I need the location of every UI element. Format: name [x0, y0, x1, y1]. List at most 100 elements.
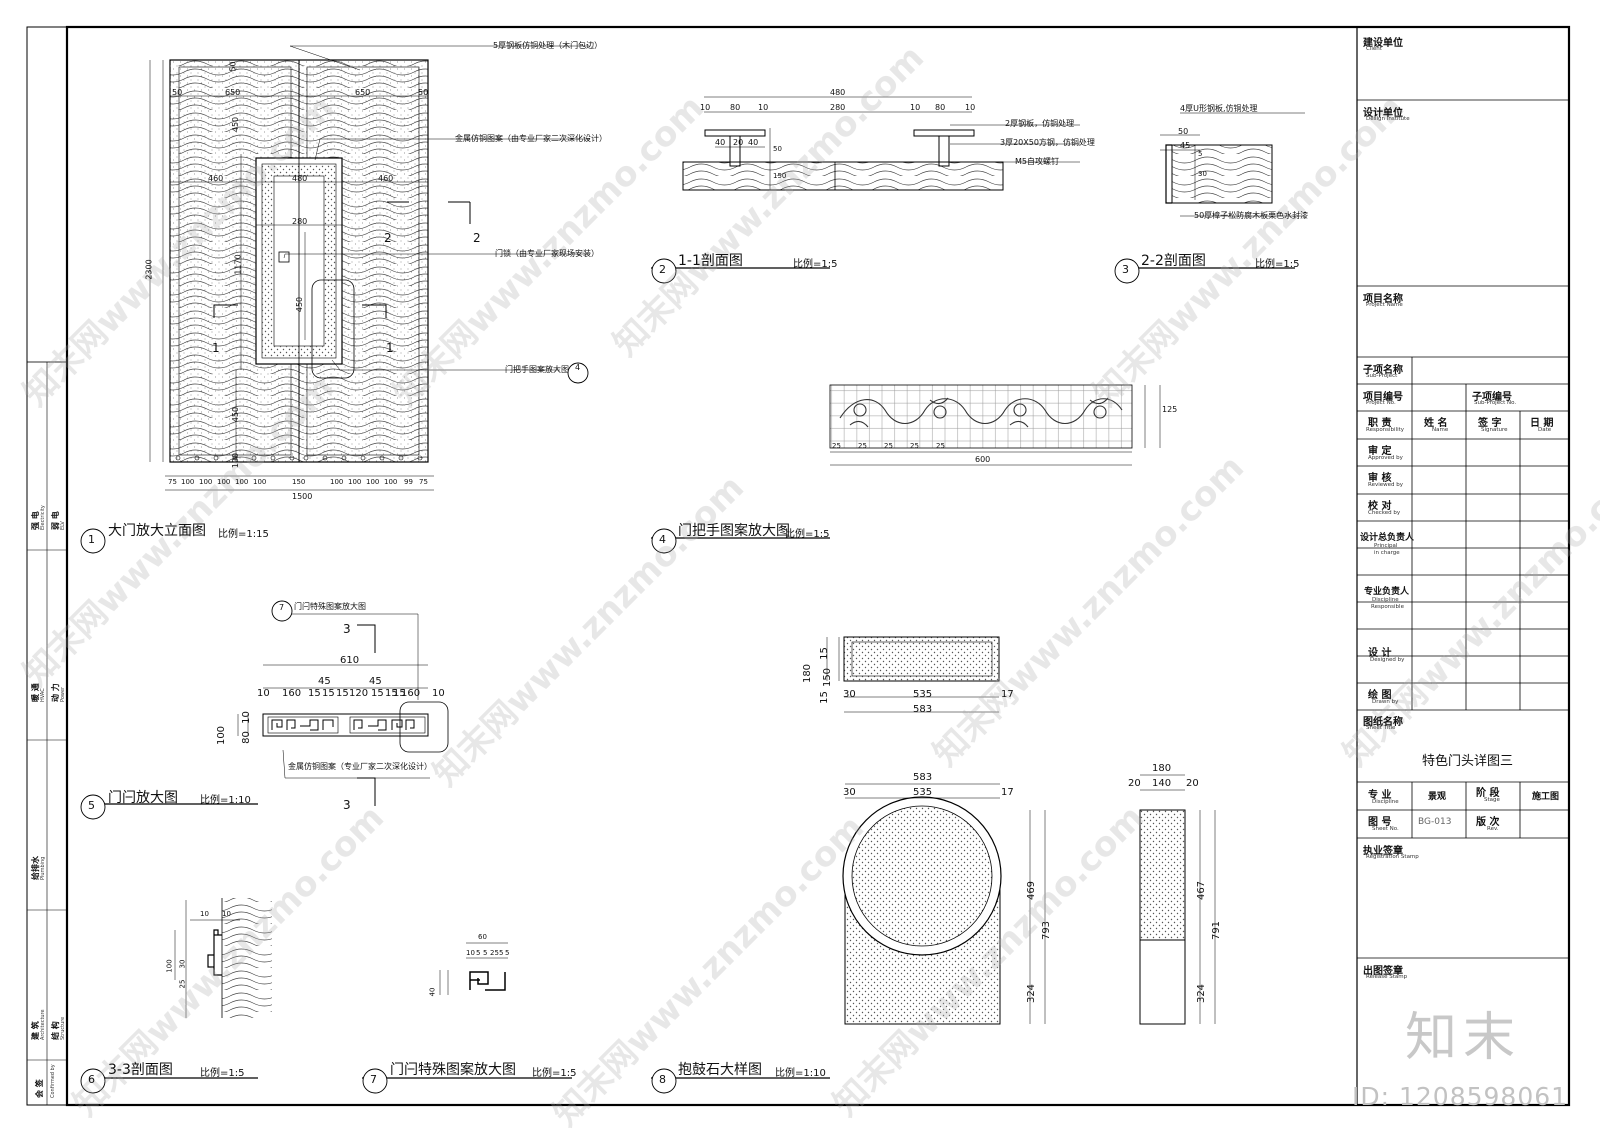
dim-text: 480: [830, 88, 846, 97]
dim-text: 100: [384, 478, 398, 486]
dim-text: 450: [295, 296, 305, 313]
dim-text: 30: [1198, 170, 1207, 178]
tb-stage-label: 阶 段: [1476, 788, 1500, 799]
detail-2-section-1-1: [651, 96, 1080, 269]
dim-text: 1500: [292, 492, 313, 501]
tb-approved-label: 审 定: [1368, 446, 1392, 457]
dim-text: 80: [240, 731, 252, 744]
dim-text: 150: [822, 667, 834, 688]
tb-name-label-en: Name: [1432, 427, 1449, 433]
dim-text: 100: [330, 478, 344, 486]
tb-release-label: 出图签章: [1363, 966, 1403, 977]
side-water-label-en: Plumbing: [40, 856, 46, 880]
dim-text: 15: [371, 688, 384, 699]
dim-text: 25: [884, 442, 893, 450]
dim-text: 100: [366, 478, 380, 486]
note-u-steel: 4厚U形钢板,仿铜处理: [1180, 104, 1258, 113]
dim-text: 180: [1152, 763, 1172, 774]
note-latch-pattern: 金属仿铜图案（专业厂家二次深化设计）: [288, 762, 432, 771]
dim-text: 25: [858, 442, 867, 450]
dim-text: 10: [700, 103, 711, 112]
tb-project-no-label-en: Project No.: [1366, 400, 1396, 406]
side-arch-label-en: Architecture: [40, 1009, 46, 1040]
dim-text: 180: [802, 663, 814, 684]
tb-subproject-label-en: Sub-Project: [1366, 373, 1398, 379]
tb-institute-label-en: Design Institute: [1366, 116, 1410, 122]
dim-text: 20: [1128, 778, 1141, 789]
dim-text: 50: [418, 88, 429, 97]
detail-2-number: 2: [659, 263, 666, 276]
dim-text: 150: [292, 478, 306, 486]
dim-text: 450: [231, 116, 241, 133]
tb-resp-label-en: Responsibility: [1366, 427, 1405, 433]
detail-5-number: 5: [88, 799, 95, 812]
detail-1-door-elevation: [149, 45, 590, 491]
dim-text: 15: [393, 688, 406, 699]
dim-text: 60: [478, 933, 487, 941]
detail-6-scale: 比例=1:5: [200, 1068, 245, 1079]
dim-text: 535: [913, 689, 933, 700]
tb-discipline-resp-label: 专业负责人: [1364, 587, 1410, 597]
detail-1-number: 1: [88, 533, 95, 546]
detail-5-title: 门闩放大图: [108, 790, 178, 806]
tb-rev-label-en: Rev.: [1487, 826, 1499, 832]
tb-subproject-label: 子项名称: [1363, 365, 1403, 376]
dim-text: 45: [369, 676, 382, 687]
dim-text: 280: [830, 103, 846, 112]
dim-text: 15: [308, 688, 321, 699]
tb-client-label-en: Client: [1366, 46, 1382, 52]
tb-stamp-label: 执业签章: [1363, 846, 1403, 857]
dim-text: 160: [282, 688, 302, 699]
dim-text: 80: [730, 103, 741, 112]
dim-text: 15: [818, 691, 830, 704]
tb-drawn-label: 绘 图: [1368, 690, 1392, 701]
tb-project-label: 项目名称: [1363, 294, 1403, 305]
tb-designed-label: 设 计: [1368, 648, 1392, 659]
dim-text: 15: [336, 688, 349, 699]
tb-subproject-no-label-en: Sub-Project No.: [1474, 400, 1517, 406]
dim-text: 5: [499, 949, 504, 957]
tb-checked-label: 校 对: [1368, 501, 1392, 512]
tb-date-label: 日 期: [1530, 418, 1554, 429]
dim-text: 100: [181, 478, 195, 486]
dim-text: 150: [773, 172, 787, 180]
dim-text: 20: [733, 138, 744, 147]
dim-text: 20: [1186, 778, 1199, 789]
detail-8-scale: 比例=1:10: [775, 1068, 826, 1079]
detail-2-scale: 比例=1:5: [793, 259, 838, 270]
dim-text: 10: [965, 103, 976, 112]
dim-text: 25: [936, 442, 945, 450]
detail-6-section-3-3: [81, 898, 272, 1079]
dim-text: 15: [322, 688, 335, 699]
side-hvac-label-en: HVAC: [40, 688, 46, 702]
dim-text: 460: [378, 174, 394, 183]
detail-1-scale: 比例=1:15: [218, 529, 269, 540]
dim-text: 5: [476, 949, 481, 957]
tb-sheet-no-label-en: Sheet No.: [1372, 826, 1399, 832]
dim-text: 75: [168, 478, 177, 486]
side-electric-label-en: Electricity: [40, 505, 46, 530]
dim-text: 100: [217, 478, 231, 486]
dim-text: 15: [385, 688, 398, 699]
dim-text: 2300: [144, 259, 154, 280]
dim-text: 75: [419, 478, 428, 486]
tb-stamp-label-en: Registration Stamp: [1366, 854, 1419, 860]
dim-text: 5: [505, 949, 510, 957]
dim-text: 40: [748, 138, 759, 147]
detail-5-latch: [81, 613, 449, 806]
dim-text: 25: [910, 442, 919, 450]
dim-text: 30: [178, 959, 187, 969]
dim-text: 100: [165, 959, 174, 973]
dim-text: 5: [483, 949, 488, 957]
detail-8-title: 抱鼓石大样图: [678, 1062, 762, 1078]
dim-text: 450: [231, 406, 241, 423]
tb-designed-label-en: Designed by: [1370, 657, 1405, 663]
detail-7-latch-special-pattern: [362, 942, 572, 1079]
tb-stage-value: 施工图: [1532, 792, 1560, 802]
tb-principal-label-en2: in charge: [1374, 550, 1400, 556]
dim-text: 600: [975, 455, 991, 464]
tb-sheet-no-value: BG-013: [1418, 817, 1452, 827]
section-mark-1-left: 1: [212, 341, 220, 355]
dim-text: 80: [935, 103, 946, 112]
dim-text: 40: [715, 138, 726, 147]
